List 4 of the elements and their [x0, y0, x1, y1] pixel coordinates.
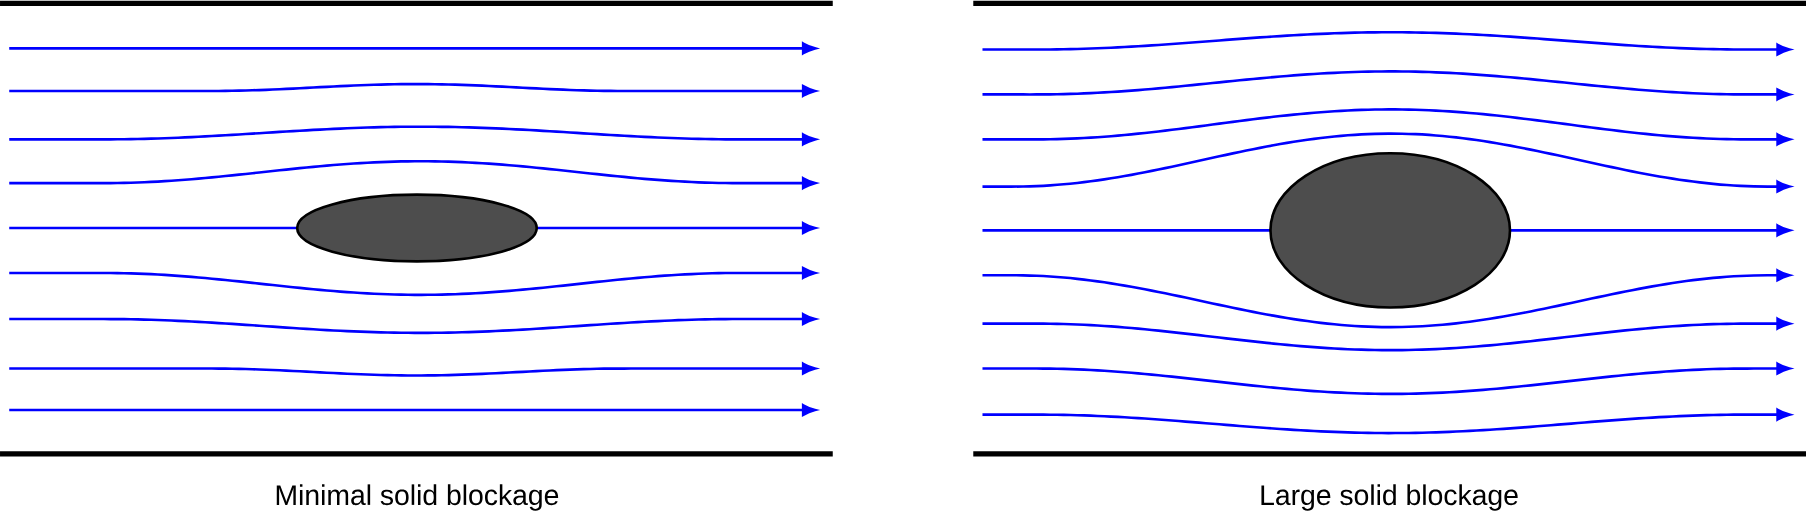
caption: Large solid blockage: [1261, 484, 1518, 511]
caption: Minimal solid blockage: [276, 484, 559, 511]
solid-blockage-ellipse: [295, 193, 539, 263]
solid-blockage-ellipse: [1269, 151, 1512, 309]
